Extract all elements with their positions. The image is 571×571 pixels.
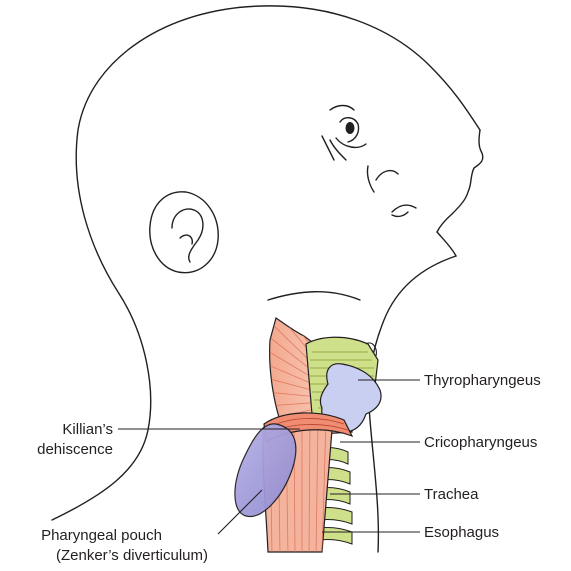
label-esophagus: Esophagus [424,524,499,541]
face-features [322,106,416,217]
label-killians-line2: dehiscence [37,441,113,458]
label-pouch-line2: (Zenker’s diverticulum) [56,547,208,564]
ear [150,192,218,273]
label-thyropharyngeus: Thyropharyngeus [424,372,541,389]
label-cricopharyngeus: Cricopharyngeus [424,434,537,451]
label-pouch-line1: Pharyngeal pouch [41,527,162,544]
label-trachea: Trachea [424,486,479,503]
label-killians-line1: Killian’s [62,421,113,438]
